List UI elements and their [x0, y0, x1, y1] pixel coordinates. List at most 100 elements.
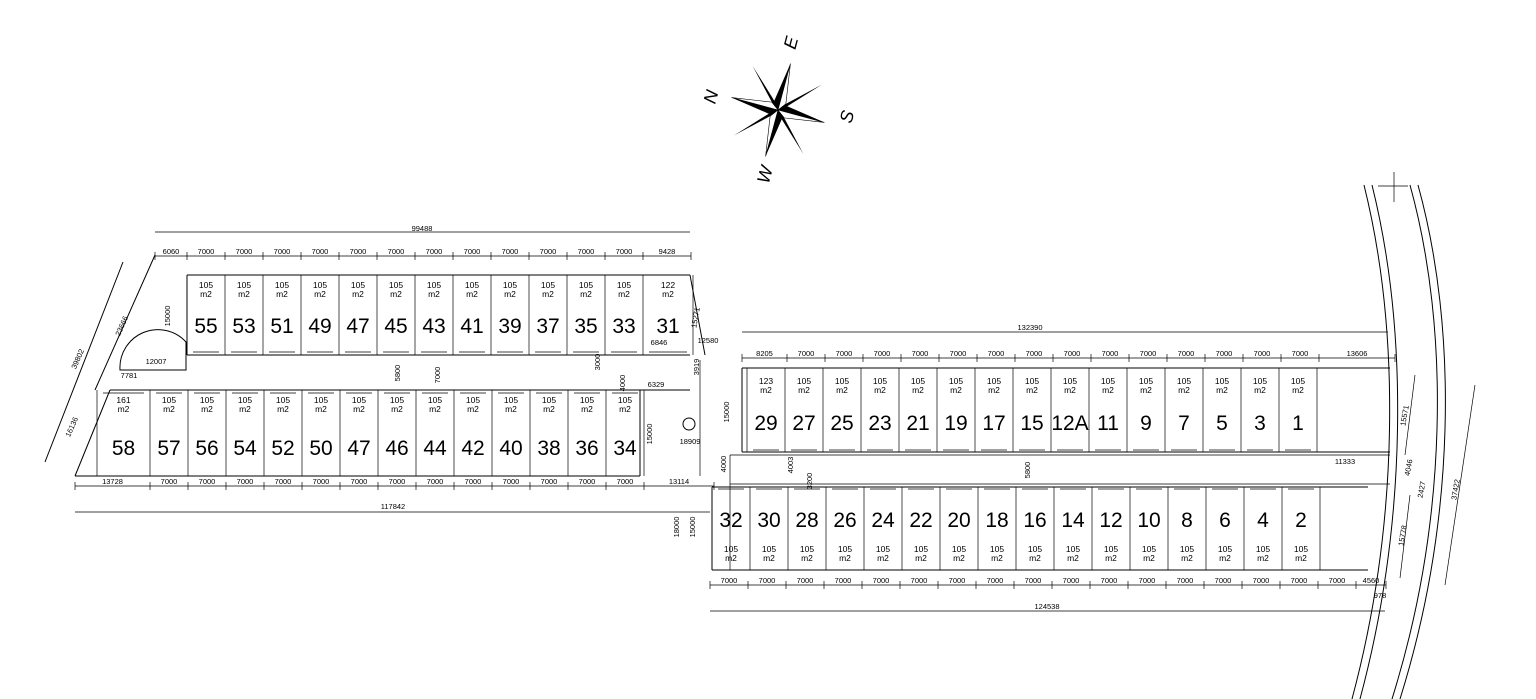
lot-area-value: 105: [237, 280, 251, 290]
dim-segment: 13728: [102, 477, 123, 486]
lot-number: 32: [719, 509, 742, 532]
dim-left-total: 117842: [381, 502, 405, 511]
lot-number: 7: [1178, 412, 1190, 435]
dim-segment: 7000: [198, 247, 215, 256]
dim-segment: 7000: [274, 247, 291, 256]
lot-area-value: 105: [1180, 544, 1194, 554]
lot-area-unit: m2: [238, 289, 250, 299]
lot-area-unit: m2: [798, 385, 810, 395]
lot-area-value: 105: [351, 280, 365, 290]
lot-area-value: 105: [838, 544, 852, 554]
lot-number: 36: [575, 437, 598, 460]
lot-area-unit: m2: [1181, 553, 1193, 563]
dim-segment: 7000: [949, 576, 966, 585]
lot-number: 12: [1099, 509, 1122, 532]
dim-978: 978: [1374, 591, 1387, 600]
lot-area-unit: m2: [1026, 385, 1038, 395]
compass-north-label: N: [700, 87, 723, 106]
dim-2427: 2427: [1416, 481, 1428, 499]
lot-area-value: 105: [618, 395, 632, 405]
lot-area-value: 105: [1025, 376, 1039, 386]
lot-area-unit: m2: [276, 289, 288, 299]
lot-area-unit: m2: [1067, 553, 1079, 563]
dim-segment: 7000: [1291, 576, 1308, 585]
lot-number: 30: [757, 509, 780, 532]
lot-area-unit: m2: [277, 404, 289, 414]
lot-area-unit: m2: [118, 404, 130, 414]
dim-segment: 7000: [427, 477, 444, 486]
lot-number: 28: [795, 509, 818, 532]
dim-segment: 7000: [1178, 349, 1195, 358]
lot-area-value: 105: [504, 395, 518, 405]
lot-area-value: 105: [1294, 544, 1308, 554]
dim-segment: 8205: [756, 349, 773, 358]
lot-area-value: 105: [542, 395, 556, 405]
lot-area-value: 105: [1177, 376, 1191, 386]
dim-4000-b: 4000: [719, 456, 728, 473]
dim-segment: 7000: [464, 247, 481, 256]
dim-segment: 7000: [465, 477, 482, 486]
dim-segment: 7000: [1177, 576, 1194, 585]
lot-area-value: 105: [1104, 544, 1118, 554]
lot-area-value: 105: [911, 376, 925, 386]
lot-number: 1: [1292, 412, 1304, 435]
lot-number: 47: [346, 315, 369, 338]
dim-6329: 6329: [648, 380, 665, 389]
dim-segment: 7000: [873, 576, 890, 585]
lot-area-unit: m2: [1105, 553, 1117, 563]
lot-area-unit: m2: [200, 289, 212, 299]
dim-segment: 7000: [1292, 349, 1309, 358]
dim-segment: 7000: [1025, 576, 1042, 585]
lot-number: 33: [612, 315, 635, 338]
lot-area-unit: m2: [429, 404, 441, 414]
dim-segment: 7000: [987, 576, 1004, 585]
lot-area-unit: m2: [1257, 553, 1269, 563]
dim-mid-total: 132390: [1017, 323, 1042, 332]
lot-number: 5: [1216, 412, 1228, 435]
lot-area-value: 105: [541, 280, 555, 290]
lot-area-value: 105: [990, 544, 1004, 554]
lot-area-value: 105: [1215, 376, 1229, 386]
dim-segment: 7000: [835, 576, 852, 585]
lot-number: 40: [499, 437, 522, 460]
dim-segment: 7000: [1101, 576, 1118, 585]
lot-area-value: 105: [876, 544, 890, 554]
dim-segment: 7000: [911, 576, 928, 585]
lot-number: 47: [347, 437, 370, 460]
lot-area-value: 105: [314, 395, 328, 405]
lot-area-unit: m2: [912, 385, 924, 395]
lot-number: 26: [833, 509, 856, 532]
lot-number: 11: [1097, 412, 1119, 435]
lot-area-value: 105: [1066, 544, 1080, 554]
lot-area-value: 105: [952, 544, 966, 554]
dim-segment: 7000: [1140, 349, 1157, 358]
lot-area-unit: m2: [1102, 385, 1114, 395]
lot-area-value: 161: [116, 395, 130, 405]
lot-area-unit: m2: [662, 289, 674, 299]
dim-3000: 3000: [593, 354, 602, 371]
lot-area-unit: m2: [1254, 385, 1266, 395]
lot-area-unit: m2: [505, 404, 517, 414]
lot-area-value: 105: [275, 280, 289, 290]
lot-area-unit: m2: [163, 404, 175, 414]
dim-segment: 7000: [579, 477, 596, 486]
dim-segment: 7000: [797, 576, 814, 585]
lot-area-unit: m2: [801, 553, 813, 563]
lot-area-value: 105: [1139, 376, 1153, 386]
lot-number: 4: [1257, 509, 1269, 532]
lots-bottom-row: 32105m230105m228105m226105m224105m222105…: [711, 487, 1321, 570]
